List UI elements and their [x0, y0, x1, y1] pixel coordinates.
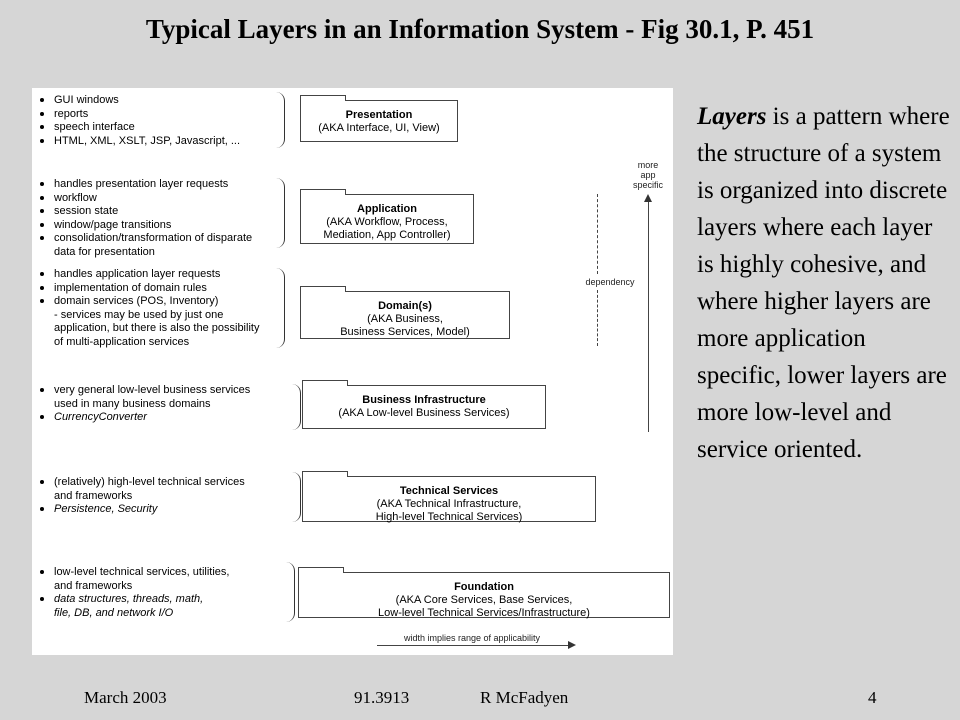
brace — [270, 92, 285, 148]
layer-box-foundation: Foundation (AKA Core Services, Base Serv… — [298, 567, 670, 619]
domain-bullets: handles application layer requests imple… — [36, 268, 259, 350]
layer-name: Foundation — [454, 581, 514, 593]
layer-name: Business Infrastructure — [362, 394, 486, 406]
page-number: 4 — [868, 688, 877, 707]
layer-aka: (AKA Core Services, Base Services, — [395, 594, 573, 606]
description-rest: is a pattern where the structure of a sy… — [697, 103, 950, 463]
layer-box-presentation: Presentation (AKA Interface, UI, View) — [300, 95, 458, 142]
bullet-item: - services may be used by just one — [54, 308, 224, 321]
brace — [270, 178, 285, 248]
package-tab — [300, 95, 346, 101]
description-emphasis: Layers — [697, 103, 767, 130]
layer-box-business-infrastructure: Business Infrastructure (AKA Low-level B… — [302, 380, 546, 429]
brace — [270, 268, 285, 348]
bullet-item: low-level technical services, utilities, — [36, 566, 229, 580]
brace — [280, 562, 295, 622]
bullet-item: handles application layer requests — [36, 268, 259, 282]
layer-aka: Business Services, Model) — [340, 326, 470, 338]
bullet-item: domain services (POS, Inventory) — [36, 295, 259, 309]
layer-aka: (AKA Low-level Business Services) — [338, 407, 510, 419]
package-tab — [300, 189, 346, 195]
technical-services-bullets: (relatively) high-level technical servic… — [36, 476, 245, 517]
dependency-label: dependency — [585, 277, 635, 287]
bullet-item: and frameworks — [54, 489, 133, 502]
bullet-item: speech interface — [36, 121, 240, 135]
slide-title: Typical Layers in an Information System … — [145, 14, 815, 44]
bullet-item: (relatively) high-level technical servic… — [36, 476, 245, 490]
dependency-line-top — [597, 194, 598, 274]
footer-author: R McFadyen — [480, 688, 569, 707]
layer-name: Domain(s) — [378, 300, 432, 312]
bullet-item: CurrencyConverter — [36, 411, 250, 425]
package-tab — [298, 567, 344, 573]
application-bullets: handles presentation layer requests work… — [36, 178, 252, 260]
layer-name: Presentation — [345, 109, 413, 121]
layer-box-technical-services: Technical Services (AKA Technical Infras… — [302, 471, 596, 523]
brace — [286, 384, 301, 430]
layer-aka: (AKA Interface, UI, View) — [318, 122, 440, 134]
brace — [286, 472, 301, 522]
package-tab — [300, 286, 346, 292]
foundation-bullets: low-level technical services, utilities,… — [36, 566, 229, 620]
dependency-line-bottom — [597, 290, 598, 346]
layer-box-application: Application (AKA Workflow, Process, Medi… — [300, 189, 474, 244]
width-implies-label: width implies range of applicability — [403, 633, 541, 643]
bullet-item: data structures, threads, math, — [36, 593, 229, 607]
more-app-specific-label: more app specific — [632, 160, 663, 190]
description-text: Layers is a pattern where the structure … — [697, 98, 952, 468]
bullet-item: window/page transitions — [36, 219, 252, 233]
bullet-item: implementation of domain rules — [36, 282, 259, 296]
package-tab — [302, 471, 348, 477]
presentation-bullets: GUI windows reports speech interface HTM… — [36, 94, 240, 148]
bullet-item: HTML, XML, XSLT, JSP, Javascript, ... — [36, 135, 240, 149]
width-arrow-line — [377, 645, 569, 646]
bullet-item: workflow — [36, 192, 252, 206]
business-infrastructure-bullets: very general low-level business services… — [36, 384, 250, 425]
bullet-item: reports — [36, 108, 240, 122]
layers-figure: GUI windows reports speech interface HTM… — [32, 88, 673, 655]
footer-course: 91.3913 — [354, 688, 410, 707]
layer-name: Technical Services — [399, 485, 499, 497]
specificity-axis-line — [648, 202, 649, 432]
layer-box-domain: Domain(s) (AKA Business, Business Servic… — [300, 286, 510, 339]
bullet-item: data for presentation — [54, 245, 155, 258]
layer-aka: (AKA Business, — [367, 313, 443, 325]
arrow-right-icon — [568, 641, 576, 649]
bullet-item: file, DB, and network I/O — [54, 606, 174, 619]
bullet-item: handles presentation layer requests — [36, 178, 252, 192]
package-tab — [302, 380, 348, 386]
footer-date: March 2003 — [84, 688, 167, 707]
bullet-item: Persistence, Security — [36, 503, 245, 517]
bullet-item: application, but there is also the possi… — [54, 322, 260, 335]
bullet-item: and frameworks — [54, 579, 133, 592]
layer-aka: Low-level Technical Services/Infrastruct… — [378, 607, 590, 619]
bullet-item: very general low-level business services — [36, 384, 250, 398]
bullet-item: GUI windows — [36, 94, 240, 108]
bullet-item: used in many business domains — [54, 397, 211, 410]
layer-aka: Mediation, App Controller) — [323, 229, 451, 241]
layer-aka: (AKA Technical Infrastructure, — [376, 498, 522, 510]
arrow-up-icon — [644, 194, 652, 202]
bullet-item: consolidation/transformation of disparat… — [36, 232, 252, 246]
layer-name: Application — [357, 203, 417, 215]
bullet-item: session state — [36, 205, 252, 219]
bullet-item: of multi-application services — [54, 335, 190, 348]
layer-aka: (AKA Workflow, Process, — [326, 216, 448, 228]
layer-aka: High-level Technical Services) — [375, 511, 523, 523]
